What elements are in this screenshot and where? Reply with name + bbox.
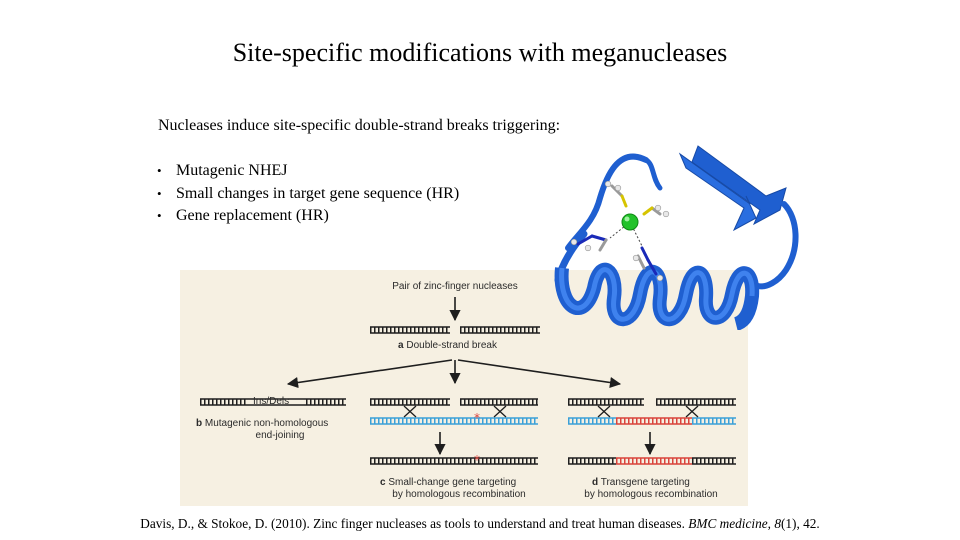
citation-journal: BMC medicine [688, 516, 768, 531]
label-a-text: Double-strand break [406, 340, 497, 351]
dna-c-donor [370, 417, 538, 425]
crossover-marks-d [597, 405, 699, 418]
mutation-star: * [474, 453, 480, 467]
label-a: a Double-strand break [398, 340, 497, 352]
dna-d-donor [568, 417, 736, 425]
label-b-line2: end-joining [255, 430, 305, 441]
bullet-text: Small changes in target gene sequence (H… [176, 184, 460, 202]
label-b-letter: b [196, 418, 203, 429]
dna-c-result [370, 457, 538, 465]
label-d-line1: Transgene targeting [600, 477, 690, 488]
dna-d-broken [568, 398, 736, 406]
citation-volume: 8 [774, 516, 781, 531]
label-c-line2: by homologous recombination [392, 489, 526, 500]
label-c-line1: Small-change gene targeting [388, 477, 517, 488]
residue-sticks [576, 184, 662, 276]
bullet-text: Gene replacement (HR) [176, 207, 329, 224]
beta-strand [678, 152, 757, 232]
loop [755, 201, 799, 290]
dna-broken-top [370, 326, 540, 334]
bullet-item: Small changes in target gene sequence (H… [155, 183, 459, 206]
label-b-line1: Mutagenic non-homologous [204, 418, 329, 429]
alpha-helix [554, 262, 760, 330]
diagram-graphics: * * [200, 297, 736, 467]
loop [643, 157, 663, 191]
citation: Davis, D., & Stokoe, D. (2010). Zinc fin… [140, 516, 820, 531]
hydrogen-atoms [570, 180, 670, 282]
bullet-text: Mutagenic NHEJ [176, 162, 288, 179]
label-c: c Small-change gene targeting [380, 477, 516, 489]
intro-text: Nucleases induce site-specific double-st… [158, 117, 561, 134]
indel-label: Ins/Dels [253, 396, 290, 407]
label-d-letter: d [592, 477, 599, 488]
label-d-line2: by homologous recombination [584, 489, 718, 500]
zinc-finger-protein-image [554, 145, 799, 330]
citation-text: Davis, D., & Stokoe, D. (2010). Zinc fin… [140, 516, 689, 531]
arrow-right [457, 359, 622, 389]
label-a-letter: a [398, 340, 404, 351]
label-b: b Mutagenic non-homologous [196, 418, 328, 430]
arrow-left [286, 359, 453, 389]
zinc-ion [621, 213, 639, 231]
dna-d-result [568, 457, 736, 465]
zinc-highlight [624, 216, 630, 222]
citation-issue-pages: (1), 42. [780, 516, 820, 531]
bullet-list: Mutagenic NHEJ Small changes in target g… [155, 160, 459, 228]
crossover-marks-c [403, 405, 507, 418]
bullet-item: Gene replacement (HR) [155, 205, 459, 228]
dna-c-broken [370, 398, 538, 406]
pair-zfn-label: Pair of zinc-finger nucleases [392, 281, 518, 292]
label-d: d Transgene targeting [592, 477, 690, 489]
mutation-star: * [474, 411, 480, 425]
label-c-letter: c [380, 477, 386, 488]
bullet-item: Mutagenic NHEJ [155, 160, 459, 183]
slide-title: Site-specific modifications with meganuc… [232, 38, 728, 67]
beta-strand [691, 145, 787, 226]
dna-indel [200, 398, 346, 406]
